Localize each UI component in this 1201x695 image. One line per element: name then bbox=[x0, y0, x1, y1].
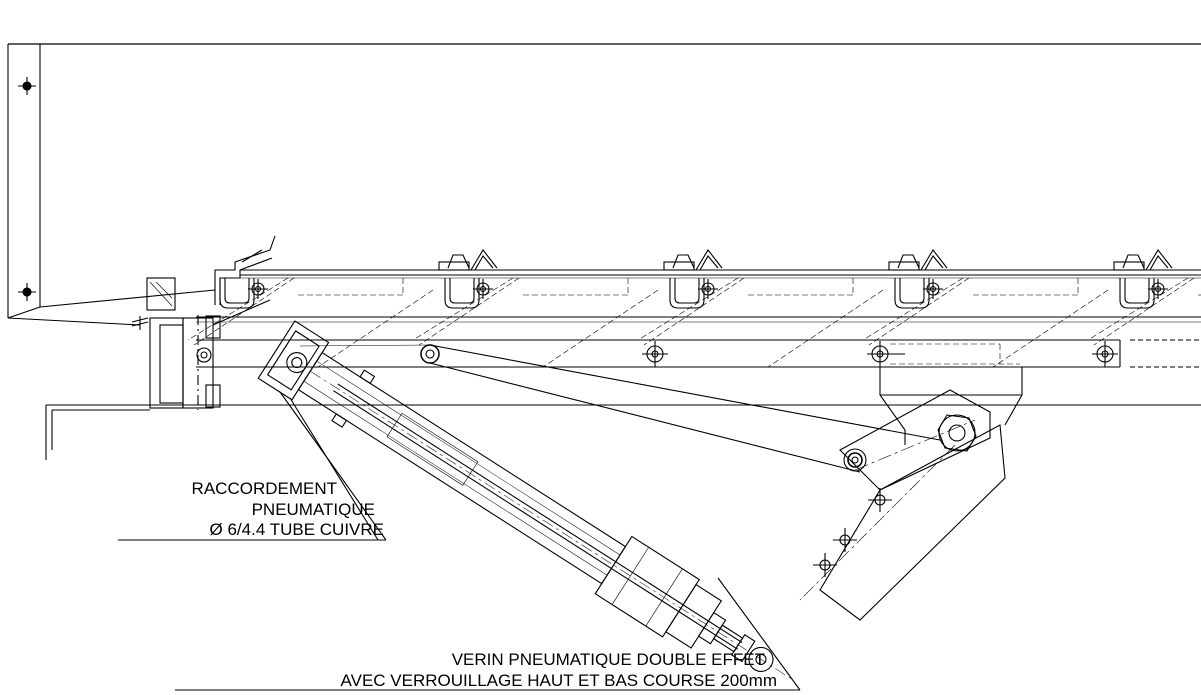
fastener-top bbox=[18, 77, 36, 95]
crank-pivot bbox=[937, 414, 977, 452]
annotation-cylinder-line2: AVEC VERROUILLAGE HAUT ET BAS COURSE 200… bbox=[340, 671, 777, 690]
annotation-connection-line1: RACCORDEMENT bbox=[191, 479, 337, 498]
leader-connection bbox=[118, 391, 387, 541]
slat-module bbox=[637, 249, 884, 368]
crank-housing bbox=[879, 367, 1023, 445]
top-rail bbox=[240, 269, 1201, 279]
annotation-connection-line3: Ø 6/4.4 TUBE CUIVRE bbox=[209, 520, 384, 539]
slat-module bbox=[862, 249, 1109, 368]
slat-modules bbox=[187, 249, 1201, 368]
slat-module bbox=[412, 249, 659, 368]
support-plate bbox=[45, 404, 1201, 460]
link-pins bbox=[420, 341, 1118, 367]
mounting-bracket bbox=[131, 277, 271, 410]
annotation-connection-line2: PNEUMATIQUE bbox=[251, 500, 375, 519]
link-bar bbox=[196, 316, 1201, 368]
housing-frame bbox=[7, 43, 1201, 326]
fastener-bottom bbox=[18, 283, 36, 301]
pneumatic-cylinder bbox=[257, 320, 791, 679]
leader-cylinder bbox=[175, 577, 801, 691]
rod-end-pin bbox=[843, 448, 867, 472]
slat-module bbox=[1087, 249, 1201, 346]
slat-module bbox=[187, 277, 434, 368]
crank-arm bbox=[799, 389, 1006, 621]
annotation-cylinder-line1: VERIN PNEUMATIQUE DOUBLE EFFET bbox=[451, 650, 765, 669]
drive-rod bbox=[299, 344, 941, 473]
